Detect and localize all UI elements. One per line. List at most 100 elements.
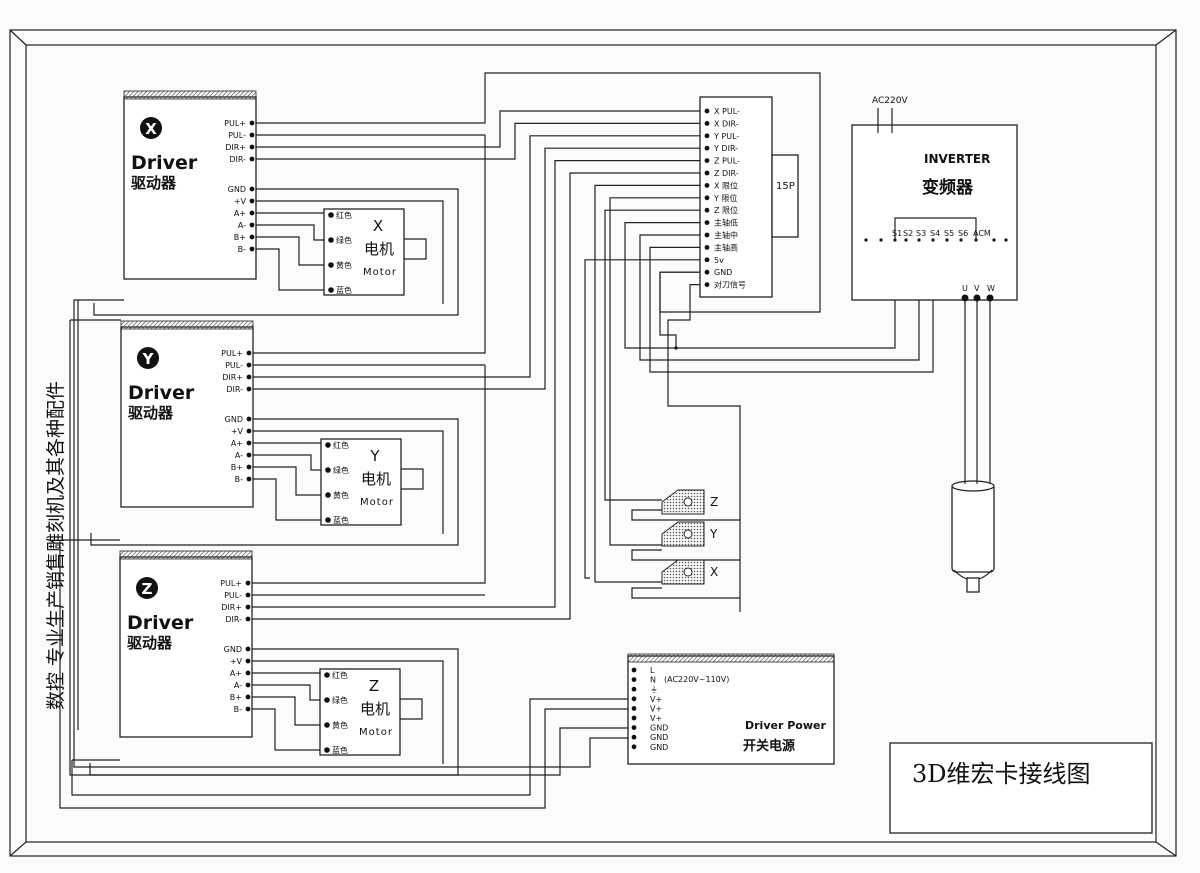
power-terminal-label: GND — [650, 724, 668, 733]
terminal-dot — [704, 145, 710, 151]
terminal-dot — [1004, 238, 1008, 242]
connector-pin-label: Z 限位 — [714, 205, 738, 215]
connector-pin-label: Y PUL- — [713, 132, 739, 141]
frame — [9, 29, 1177, 857]
terminal-dot — [992, 238, 996, 242]
inverter-input-label: AC220V — [872, 96, 908, 106]
gnd-wire — [659, 271, 707, 348]
coil-wire — [248, 696, 327, 726]
terminal-dot — [986, 294, 994, 302]
power-loop — [249, 430, 444, 534]
limit-wire — [594, 184, 707, 583]
terminal-dot — [246, 350, 252, 356]
spindle-speed-wire — [649, 240, 934, 373]
driver-x: XDriver驱动器PUL+PUL-DIR+DIR-GND+VA+A-B+B-X… — [123, 90, 427, 296]
coil-wire — [248, 684, 327, 701]
driver-pin-label: GND — [228, 185, 246, 194]
inverter-output-label: U — [962, 284, 968, 293]
motor-wire-color: 蓝色 — [332, 745, 348, 755]
driver-pin-label: DIR- — [225, 615, 242, 624]
driver-pin-label: DIR- — [229, 155, 246, 164]
terminal-dot — [245, 694, 251, 700]
terminal-dot — [246, 464, 252, 470]
terminal-dot — [704, 121, 710, 126]
driver-title: Driver — [131, 152, 198, 174]
terminal-dot — [245, 604, 251, 610]
driver-pin-label: PUL+ — [224, 119, 246, 128]
power-terminal-label: GND — [650, 733, 668, 742]
motor-box — [320, 438, 402, 526]
inverter-title: INVERTER — [924, 152, 990, 166]
terminal-dot — [961, 294, 969, 302]
terminal-dot — [245, 592, 251, 598]
motor-cn: 电机 — [360, 700, 390, 718]
coil-wire — [252, 236, 331, 266]
coil-wire — [249, 442, 329, 445]
motor-wire-color: 红色 — [333, 440, 349, 450]
axis-badge-icon — [137, 347, 159, 369]
driver-pin-label: A+ — [234, 209, 246, 218]
motor-en: Motor — [363, 267, 397, 278]
coil-wire — [249, 466, 328, 496]
connector-pin-label: 主轴高 — [714, 242, 738, 252]
driver-pin-label: PUL+ — [220, 579, 242, 588]
terminal-dot — [704, 170, 710, 176]
motor-letter: Z — [369, 677, 379, 695]
connector-pin-label: Y 限位 — [713, 193, 737, 203]
driver-pin-label: DIR+ — [225, 143, 246, 152]
power-loop — [93, 188, 459, 316]
terminal-dot — [249, 120, 255, 126]
driver-pin-label: B- — [235, 475, 243, 484]
terminal-dot — [631, 706, 637, 711]
limit-switches: ZYX — [661, 489, 718, 585]
limit-common — [631, 509, 741, 612]
terminal-dot — [249, 234, 255, 240]
terminal-dot — [325, 442, 331, 448]
power-subtitle: 开关电源 — [743, 738, 795, 754]
motor-cn: 电机 — [361, 470, 391, 488]
limit-switch-z: Z — [661, 489, 718, 515]
wire — [248, 172, 707, 620]
driver-pin-label: B- — [234, 705, 242, 714]
driver-pin-label: A+ — [230, 669, 242, 678]
power-title: Driver Power — [745, 719, 826, 732]
terminal-dot — [245, 670, 251, 676]
power-wire — [69, 320, 634, 776]
motor-wire-color: 黄色 — [332, 720, 348, 730]
title-block: 3D维宏卡接线图 — [889, 742, 1153, 834]
terminal-dot — [704, 257, 710, 263]
terminal-dot — [328, 212, 334, 218]
terminal-dot — [328, 237, 334, 243]
driver-pin-label: GND — [225, 415, 243, 424]
driver-pin-label: B+ — [234, 233, 246, 242]
terminal-dot — [249, 144, 255, 150]
limit-switch-label: Y — [709, 527, 718, 541]
inverter-terminal-label: S6 — [958, 229, 968, 238]
terminal-dot — [246, 374, 252, 380]
connector-pin-label: Y DIR- — [713, 144, 738, 153]
motor-letter: X — [373, 217, 383, 235]
connector-pin-label: X DIR- — [714, 119, 739, 128]
connector-box — [699, 96, 773, 298]
driver-pin-label: DIR+ — [222, 373, 243, 382]
coil-wire — [252, 212, 332, 215]
driver-pin-label: B+ — [230, 693, 242, 702]
driver-heatsink — [120, 320, 254, 330]
terminal-dot — [245, 706, 251, 712]
probe-wire — [667, 284, 741, 520]
driver-pin-label: A- — [235, 451, 243, 460]
wiring — [59, 72, 934, 809]
connector-pin-label: 主轴中 — [714, 230, 738, 240]
terminal-dot — [245, 646, 251, 652]
connector-pin-label: Z DIR- — [714, 169, 739, 178]
terminal-dot — [249, 156, 255, 162]
driver-pin-label: A+ — [231, 439, 243, 448]
terminal-dot — [864, 238, 868, 242]
wire — [249, 135, 707, 378]
motor-wire-color: 红色 — [336, 210, 352, 220]
driver-heatsink — [123, 90, 257, 100]
terminal-dot — [325, 492, 331, 498]
terminal-dot — [631, 667, 637, 673]
limit-switch-y: Y — [661, 521, 718, 547]
